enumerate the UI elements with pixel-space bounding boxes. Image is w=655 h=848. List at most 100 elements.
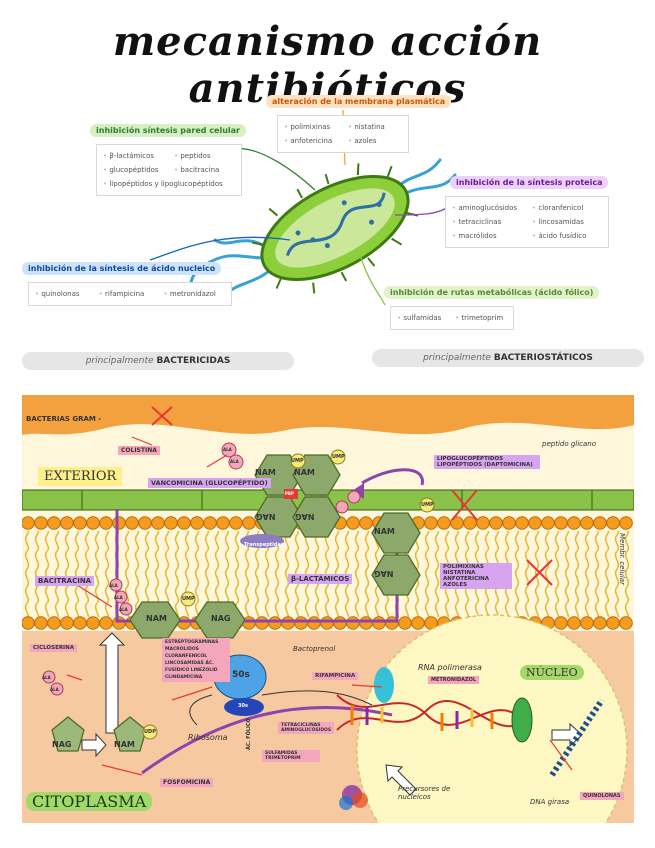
molecule-nam: NAM xyxy=(374,527,395,536)
molecule-ala: ALA xyxy=(42,675,51,680)
label-tetraciclinas: TETRACICLINAS AMINOGLUCÓSIDOS xyxy=(278,722,334,734)
molecule-ump: UMP xyxy=(421,502,434,508)
list-item: bacitracina xyxy=(174,163,235,177)
list-item: anfotericina xyxy=(284,134,338,148)
molecule-ala: ALA xyxy=(114,595,123,600)
category-protein-label: inhibición de la síntesis proteica xyxy=(450,176,609,189)
category-membrane-label: alteración de la membrana plasmática xyxy=(266,95,452,108)
label-50s: 50s xyxy=(232,670,250,680)
lipid-head xyxy=(580,616,594,630)
lipid-head xyxy=(112,516,126,530)
pill-prefix: principalmente xyxy=(423,353,491,363)
lipid-head xyxy=(229,516,243,530)
pill-bactericidas: principalmente BACTERICIDAS xyxy=(22,352,294,370)
list-item: peptidos xyxy=(174,149,235,163)
lipid-head xyxy=(307,616,321,630)
lipid-head xyxy=(151,516,165,530)
molecule-nag: NAG xyxy=(374,569,394,578)
lipid-head xyxy=(177,516,191,530)
lipid-head xyxy=(125,516,139,530)
lipid-head xyxy=(138,516,152,530)
label-quinolonas: QUINOLONAS xyxy=(580,792,624,800)
lipid-head xyxy=(359,616,373,630)
lipid-head xyxy=(554,516,568,530)
lipid-head xyxy=(164,516,178,530)
lipid-head xyxy=(73,616,87,630)
lipid-head xyxy=(73,516,87,530)
molecule-nag: NAG xyxy=(256,512,276,521)
category-cellwall-label: inhibición síntesis pared celular xyxy=(90,124,247,137)
lipid-head xyxy=(112,616,126,630)
pill-prefix: principalmente xyxy=(85,356,154,366)
list-item: lipopéptidos y lipoglucopéptidos xyxy=(103,177,235,191)
label-rna-polimerasa: RNA polimerasa xyxy=(418,663,482,672)
lipid-head xyxy=(411,616,425,630)
molecule-ump: UMP xyxy=(182,596,195,602)
molecule-nag: NAG xyxy=(52,740,72,749)
list-item: polimixinas xyxy=(284,120,338,134)
category-nucleic-label: inhibición de la síntesis de ácido nucle… xyxy=(22,262,222,275)
label-sulfamidas: SULFAMIDAS TRIMETOPRIM xyxy=(262,750,320,762)
lipid-head xyxy=(22,616,35,630)
molecule-ump: UMP xyxy=(332,454,345,460)
label-30s: 30s xyxy=(238,703,248,709)
mechanism-diagram xyxy=(22,395,634,823)
molecule-ala: ALA xyxy=(119,607,128,612)
label-acido-folico: ÁC. FÓLICO xyxy=(246,718,252,750)
molecule-nam: NAM xyxy=(114,740,135,749)
lipid-head xyxy=(216,516,230,530)
label-fosfomicina: FOSFOMICINA xyxy=(160,778,214,787)
list-item: macrólidos xyxy=(452,229,522,243)
label-vancomicina: VANCOMICINA (GLUCOPÉPTIDO) xyxy=(148,478,271,488)
lipid-head xyxy=(34,516,48,530)
lipid-head xyxy=(541,516,555,530)
label-colistina: COLISTINA xyxy=(118,446,160,455)
label-protein-antibiotics: ESTREPTOGRAMINAS MACRÓLIDOS CLORANFENICO… xyxy=(162,638,230,682)
lipid-head xyxy=(294,616,308,630)
list-item: ácido fusídico xyxy=(532,229,602,243)
lipid-head xyxy=(515,516,529,530)
category-membrane-box: polimixinas nistatina anfotericina azole… xyxy=(277,115,409,153)
list-item: lincosamidas xyxy=(532,215,602,229)
lipid-head xyxy=(47,516,61,530)
lipid-head xyxy=(60,516,74,530)
label-metronidazol: METRONIDAZOL xyxy=(428,676,480,684)
list-item: sulfamidas xyxy=(397,311,445,325)
molecule-udp: UDP xyxy=(144,729,156,735)
list-item: nistatina xyxy=(348,120,402,134)
label-ribosoma: Ribosoma xyxy=(188,733,228,742)
lipid-head xyxy=(359,516,373,530)
label-dna-girasa: DNA girasa xyxy=(530,798,570,806)
label-transpeptidasa: Transpeptidasa xyxy=(244,542,288,548)
molecule-nam: NAM xyxy=(255,468,276,477)
category-metabolic-label: inhibición de rutas metabólicas (ácido f… xyxy=(384,286,600,299)
label-bacitracina: BACITRACINA xyxy=(35,576,95,586)
lipid-head xyxy=(86,516,100,530)
list-item: β-lactámicos xyxy=(103,149,164,163)
lipid-head xyxy=(203,516,217,530)
lipid-head xyxy=(593,616,607,630)
list-item: trimetoprim xyxy=(455,311,507,325)
lipid-head xyxy=(502,516,516,530)
lipid-head xyxy=(255,616,269,630)
label-membrana: Membr. celular xyxy=(617,533,626,585)
lipid-head xyxy=(346,516,360,530)
molecule-nam: NAM xyxy=(294,468,315,477)
list-item: rifampicina xyxy=(99,287,154,301)
label-exterior: EXTERIOR xyxy=(38,467,123,486)
label-bactoprenol: Bactoprenol xyxy=(293,645,336,653)
list-item: cloranfenicol xyxy=(532,201,602,215)
page-title: mecanismo acción antibióticos xyxy=(112,18,543,112)
lipid-head xyxy=(22,516,35,530)
lipid-head xyxy=(268,616,282,630)
lipid-head xyxy=(47,616,61,630)
molecule-ala: ALA xyxy=(109,583,118,588)
molecule-ala: ALA xyxy=(223,447,232,452)
list-item: glucopéptidos xyxy=(103,163,164,177)
lipid-head xyxy=(372,616,386,630)
list-item: azoles xyxy=(348,134,402,148)
lipid-head xyxy=(190,516,204,530)
lipid-head xyxy=(99,516,113,530)
lipid-head xyxy=(567,616,581,630)
lipid-head xyxy=(528,516,542,530)
